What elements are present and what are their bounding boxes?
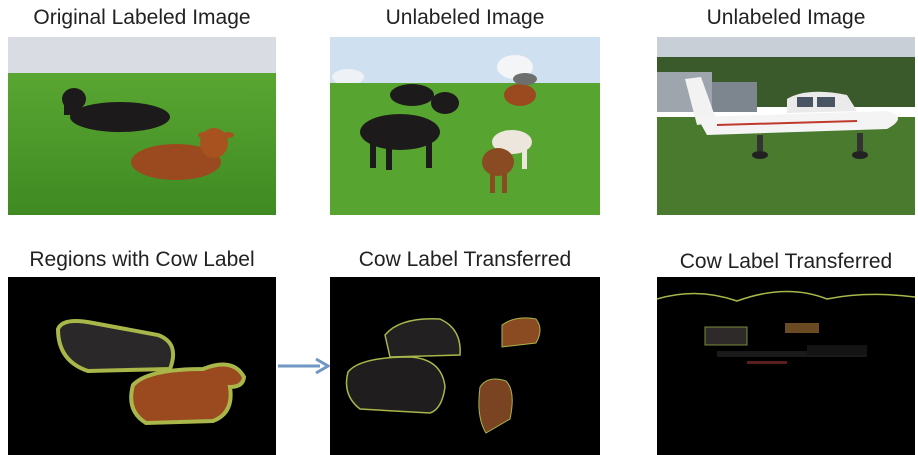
caption-regions-with-cow-label: Regions with Cow Label [29, 248, 255, 271]
cow-label-transferred-airplane-mask [657, 277, 915, 455]
unlabeled-image-airplane [657, 37, 915, 215]
cow-regions-mask [8, 277, 276, 455]
unlabeled-image-cows [330, 37, 600, 215]
herd-cows [360, 73, 537, 193]
transferred-cow-regions [345, 317, 541, 434]
caption-cow-label-transferred-cows: Cow Label Transferred [358, 248, 572, 271]
caption-original-labeled-image: Original Labeled Image [33, 6, 251, 29]
caption-unlabeled-image-plane: Unlabeled Image [706, 6, 866, 29]
cow-label-transferred-cows-mask [330, 277, 600, 455]
original-labeled-image [8, 37, 276, 215]
arrow-right-icon [278, 357, 330, 375]
transferred-noise-regions [657, 290, 915, 364]
black-cow-region [55, 319, 175, 374]
airplane [685, 77, 898, 159]
caption-cow-label-transferred-plane: Cow Label Transferred [679, 250, 893, 273]
brown-cow-lying [131, 128, 234, 180]
brown-cow-region [129, 362, 247, 426]
black-cow-lying [62, 88, 170, 132]
caption-unlabeled-image-cows: Unlabeled Image [385, 6, 545, 29]
